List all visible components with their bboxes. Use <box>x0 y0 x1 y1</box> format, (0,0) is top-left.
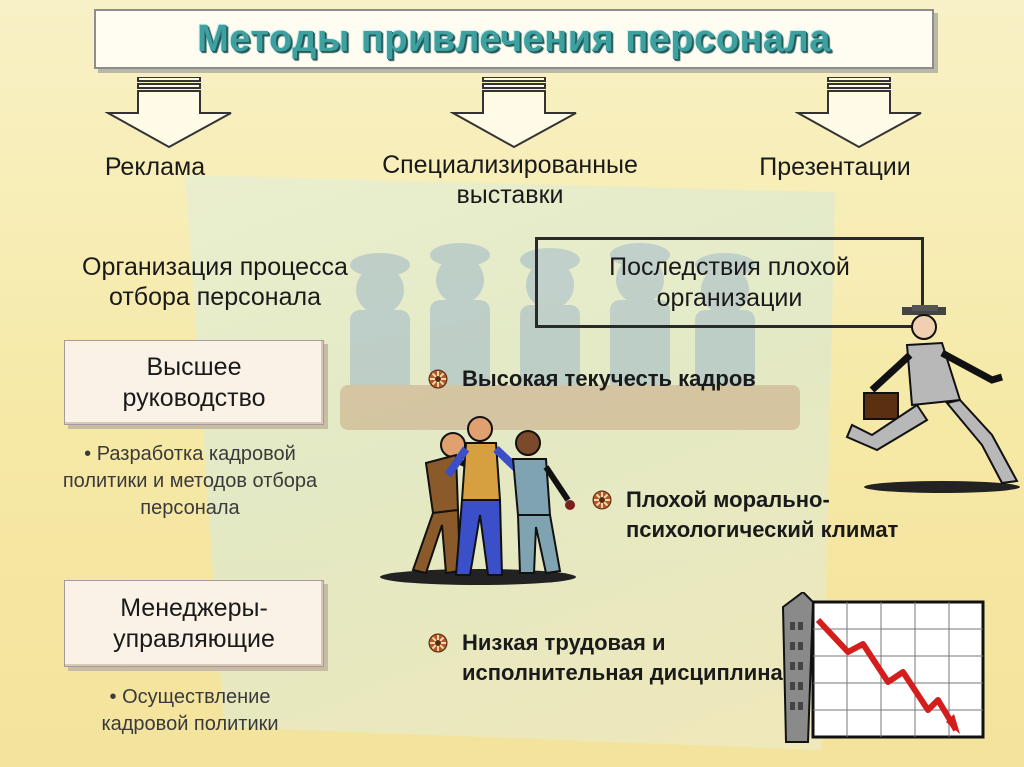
organization-label-line2: отбора персонала <box>108 283 321 311</box>
consequence-text-line2: психологический климат <box>626 517 899 542</box>
organization-label-line1: Организация процесса <box>82 253 348 281</box>
gear-bullet-icon <box>428 369 448 389</box>
role-box-line1: Высшее <box>146 352 242 381</box>
role-bullet-line2: кадровой политики <box>101 713 279 735</box>
role-box-managers: Менеджеры- управляющие <box>64 580 324 667</box>
consequence-item: Низкая трудовая и исполнительная дисципл… <box>428 628 783 688</box>
role-box-line1: Менеджеры- <box>120 593 268 622</box>
title-box: Методы привлечения персонала <box>94 9 934 69</box>
method-label-exhibitions: Специализированные выставки <box>350 150 670 210</box>
consequences-heading-box: Последствия плохой организации <box>535 237 924 328</box>
role-bullet-line1: • Разработка кадровой <box>84 443 296 465</box>
consequence-text-line1: Высокая текучесть кадров <box>462 366 756 391</box>
organization-label: Организация процесса отбора персонала <box>50 252 380 312</box>
role-box-line2: руководство <box>122 383 266 412</box>
gear-bullet-icon <box>592 490 612 510</box>
down-arrow-icon <box>105 77 232 149</box>
method-label-advertising: Реклама <box>104 153 206 181</box>
consequence-text-line1: Плохой морально- <box>626 487 830 512</box>
role-bullet-line2: политики и методов отбора <box>62 470 318 492</box>
consequence-item: Плохой морально- психологический климат <box>592 485 898 545</box>
role-bullet-managers: • Осуществление кадровой политики <box>60 684 320 738</box>
method-label-exhibitions-line1: Специализированные <box>382 151 638 179</box>
role-bullet-top-management: • Разработка кадровой политики и методов… <box>30 441 350 522</box>
down-arrow-icon <box>795 77 922 149</box>
consequences-heading-line2: организации <box>656 283 803 312</box>
page-title: Методы привлечения персонала <box>197 17 831 60</box>
declining-chart-clipart <box>781 592 985 743</box>
role-box-line2: управляющие <box>113 624 275 653</box>
consequence-text-line2: исполнительная дисциплина <box>462 660 783 685</box>
crowd-background-clipart <box>340 243 800 430</box>
method-label-presentations: Презентации <box>759 153 911 181</box>
running-man-clipart <box>845 305 1020 493</box>
arguing-people-clipart <box>380 416 576 585</box>
role-bullet-line1: • Осуществление <box>109 686 271 708</box>
consequence-item: Высокая текучесть кадров <box>428 364 756 394</box>
role-bullet-line3: персонала <box>140 497 240 519</box>
consequence-text-line1: Низкая трудовая и <box>462 630 666 655</box>
method-label-exhibitions-line2: выставки <box>456 181 564 209</box>
down-arrow-icon <box>450 77 577 149</box>
role-box-top-management: Высшее руководство <box>64 340 324 425</box>
consequences-heading-line1: Последствия плохой <box>609 252 850 281</box>
gear-bullet-icon <box>428 633 448 653</box>
